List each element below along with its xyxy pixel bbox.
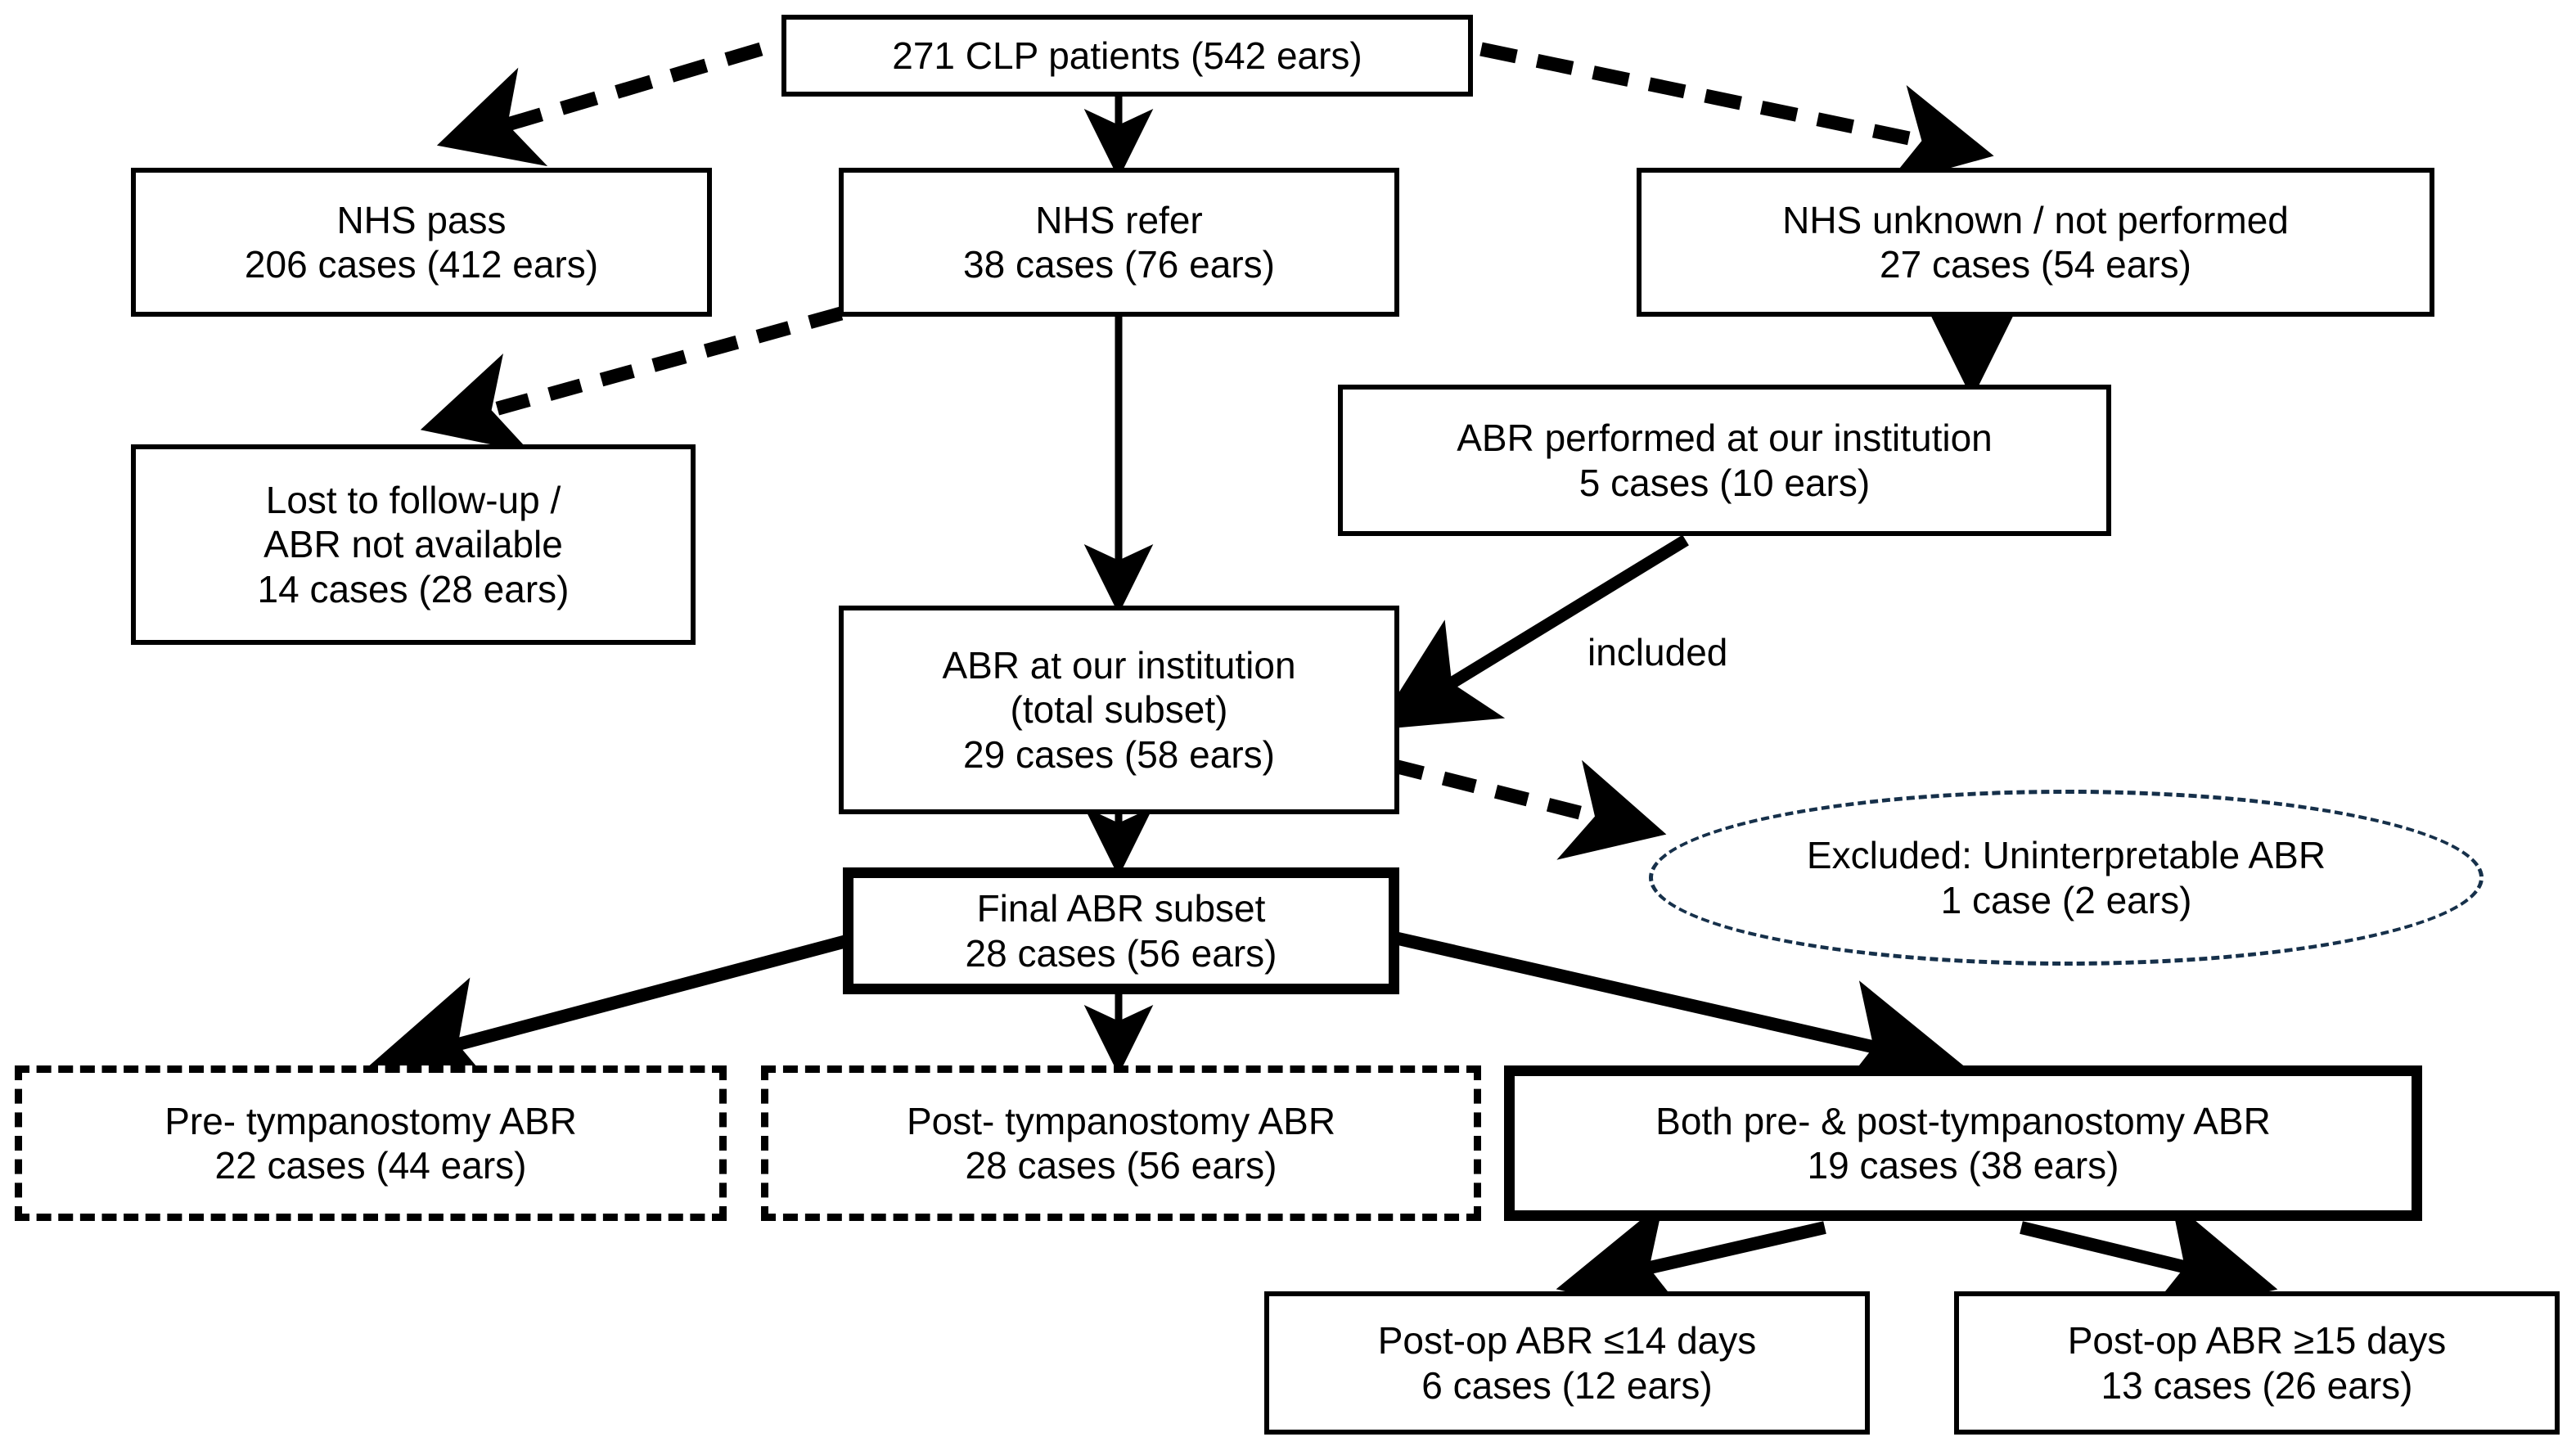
node-line: 38 cases (76 ears) <box>963 243 1275 286</box>
node-abr-performed[interactable]: ABR performed at our institution 5 cases… <box>1338 385 2111 536</box>
node-abr-total-subset[interactable]: ABR at our institution (total subset) 29… <box>839 606 1399 814</box>
node-line: 6 cases (12 ears) <box>1421 1363 1713 1407</box>
edge-total-to-nhs-pass <box>436 42 763 167</box>
node-nhs-unknown[interactable]: NHS unknown / not performed 27 cases (54… <box>1637 168 2434 317</box>
node-line: 29 cases (58 ears) <box>963 732 1275 776</box>
node-line: ABR performed at our institution <box>1457 417 1993 460</box>
node-line: 28 cases (56 ears) <box>965 931 1277 975</box>
node-line: ABR not available <box>263 523 563 566</box>
node-line: Excluded: Uninterpretable ABR <box>1806 834 2326 877</box>
node-line: 5 cases (10 ears) <box>1578 461 1871 504</box>
node-line: Post- tympanostomy ABR <box>906 1099 1336 1142</box>
node-line: Pre- tympanostomy ABR <box>164 1099 577 1142</box>
node-excluded-uninterpretable[interactable]: Excluded: Uninterpretable ABR 1 case (2 … <box>1649 790 2484 966</box>
node-pre-tympanostomy-abr[interactable]: Pre- tympanostomy ABR 22 cases (44 ears) <box>15 1065 727 1221</box>
node-line: 206 cases (412 ears) <box>244 243 599 286</box>
node-line: 14 cases (28 ears) <box>257 567 570 610</box>
node-line: Post-op ABR ≤14 days <box>1377 1319 1757 1363</box>
node-line: 19 cases (38 ears) <box>1807 1144 2119 1187</box>
edge-label-included: included <box>1587 631 1728 673</box>
node-line: Lost to follow-up / <box>265 479 561 522</box>
node-total-patients[interactable]: 271 CLP patients (542 ears) <box>781 15 1473 97</box>
node-line: NHS pass <box>336 198 507 241</box>
node-line: 271 CLP patients (542 ears) <box>892 34 1362 77</box>
node-line: 13 cases (26 ears) <box>2101 1363 2413 1407</box>
node-both-pre-post-tympanostomy-abr[interactable]: Both pre- & post-tympanostomy ABR 19 cas… <box>1504 1065 2422 1221</box>
edge-nhs-refer-to-lost <box>420 306 844 453</box>
node-postop-abr-ge-15-days[interactable]: Post-op ABR ≥15 days 13 cases (26 ears) <box>1954 1291 2560 1435</box>
node-line: 27 cases (54 ears) <box>1880 243 2191 286</box>
edge-abr-performed-to-abr-total <box>1375 534 1689 730</box>
node-final-abr-subset[interactable]: Final ABR subset 28 cases (56 ears) <box>843 867 1399 994</box>
edge-abr-total-to-excluded <box>1389 758 1667 860</box>
node-line: (total subset) <box>1010 688 1228 732</box>
node-line: 28 cases (56 ears) <box>965 1144 1277 1187</box>
edge-total-to-nhs-unknown <box>1479 42 1994 187</box>
node-postop-abr-le-14-days[interactable]: Post-op ABR ≤14 days 6 cases (12 ears) <box>1264 1291 1870 1435</box>
node-line: 1 case (2 ears) <box>1940 878 2192 921</box>
node-line: Final ABR subset <box>976 887 1266 930</box>
node-post-tympanostomy-abr[interactable]: Post- tympanostomy ABR 28 cases (56 ears… <box>761 1065 1481 1221</box>
node-nhs-pass[interactable]: NHS pass 206 cases (412 ears) <box>131 168 712 317</box>
node-line: ABR at our institution <box>942 644 1296 687</box>
edge-final-to-both <box>1389 930 1967 1101</box>
edge-both-to-postop-le14 <box>1556 1201 1826 1322</box>
edge-both-to-postop-ge15 <box>2020 1200 2278 1321</box>
node-line: NHS refer <box>1035 198 1203 241</box>
node-nhs-refer[interactable]: NHS refer 38 cases (76 ears) <box>839 168 1399 317</box>
node-lost-to-follow-up[interactable]: Lost to follow-up / ABR not available 14… <box>131 444 696 645</box>
node-line: Post-op ABR ≥15 days <box>2067 1319 2447 1363</box>
node-line: 22 cases (44 ears) <box>214 1144 527 1187</box>
node-line: Both pre- & post-tympanostomy ABR <box>1655 1099 2271 1142</box>
node-line: NHS unknown / not performed <box>1782 198 2289 241</box>
edge-final-to-pre <box>365 933 855 1097</box>
